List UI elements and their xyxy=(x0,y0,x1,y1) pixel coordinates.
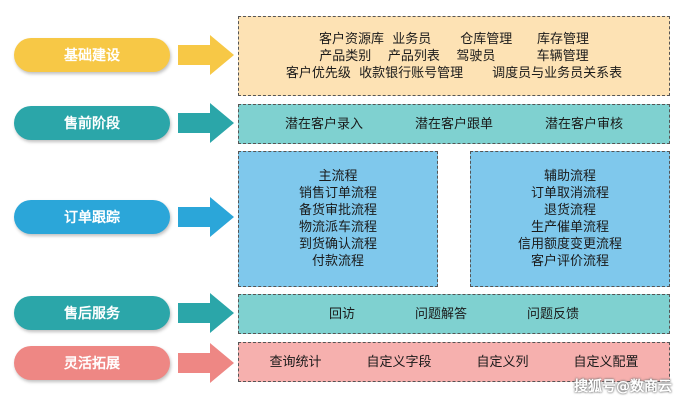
arrow-right-icon xyxy=(178,103,234,143)
extension-item: 自定义列 xyxy=(476,354,529,370)
aftersale-item: 回访 xyxy=(328,306,355,322)
extension-box: 查询统计 自定义字段 自定义列 自定义配置 xyxy=(238,342,670,382)
aux-flow-title: 辅助流程 xyxy=(543,169,596,184)
main-flow-box: 主流程 销售订单流程 备货审批流程 物流派车流程 到货确认流程 付款流程 xyxy=(238,151,438,287)
aux-flow-item: 生产催单流程 xyxy=(530,220,609,235)
stage-label: 灵活拓展 xyxy=(64,356,120,372)
arrow-right-icon xyxy=(178,197,234,237)
stage-label: 订单跟踪 xyxy=(64,210,120,226)
watermark: 搜狐号@数商云 xyxy=(574,379,672,395)
aux-flow-box: 辅助流程 订单取消流程 退货流程 生产催单流程 信用额度变更流程 客户评价流程 xyxy=(470,151,670,287)
stage-extension: 灵活拓展 xyxy=(14,346,170,380)
aux-flow-item: 信用额度变更流程 xyxy=(517,237,622,252)
arrow-right-icon xyxy=(178,343,234,383)
foundation-box: 客户资源库 业务员 仓库管理 库存管理 产品类别 产品列表 驾驶员 车辆管理 客… xyxy=(238,16,670,96)
extension-item: 自定义配置 xyxy=(573,354,639,370)
arrow-right-icon xyxy=(178,293,234,333)
aux-flow-item: 订单取消流程 xyxy=(530,186,609,201)
aux-flow-item: 客户评价流程 xyxy=(530,254,609,269)
stage-order-tracking: 订单跟踪 xyxy=(14,200,170,234)
main-flow-item: 销售订单流程 xyxy=(298,186,377,201)
main-flow-item: 备货审批流程 xyxy=(298,203,377,218)
extension-item: 自定义字段 xyxy=(366,354,432,370)
presale-box: 潜在客户录入 潜在客户跟单 潜在客户审核 xyxy=(238,104,670,144)
foundation-line: 产品类别 产品列表 驾驶员 车辆管理 xyxy=(319,48,589,64)
main-flow-title: 主流程 xyxy=(318,169,358,184)
arrow-right-icon xyxy=(178,35,234,75)
aftersale-item: 问题解答 xyxy=(414,306,467,322)
presale-item: 潜在客户审核 xyxy=(544,116,623,132)
stage-foundation: 基础建设 xyxy=(14,38,170,72)
main-flow-item: 付款流程 xyxy=(311,254,364,269)
aftersale-box: 回访 问题解答 问题反馈 xyxy=(238,294,670,334)
extension-item: 查询统计 xyxy=(269,354,322,370)
foundation-line: 客户优先级 收款银行账号管理 调度员与业务员关系表 xyxy=(285,65,623,81)
stage-presale: 售前阶段 xyxy=(14,106,170,140)
stage-label: 基础建设 xyxy=(64,48,120,64)
stage-label: 售后服务 xyxy=(64,306,120,322)
main-flow-item: 到货确认流程 xyxy=(298,237,377,252)
aftersale-item: 问题反馈 xyxy=(526,306,579,322)
stage-label: 售前阶段 xyxy=(64,116,120,132)
main-flow-item: 物流派车流程 xyxy=(298,220,377,235)
presale-item: 潜在客户跟单 xyxy=(414,116,493,132)
foundation-line: 客户资源库 业务员 仓库管理 库存管理 xyxy=(319,31,589,47)
stage-aftersale: 售后服务 xyxy=(14,296,170,330)
aux-flow-item: 退货流程 xyxy=(543,203,596,218)
presale-item: 潜在客户录入 xyxy=(284,116,363,132)
